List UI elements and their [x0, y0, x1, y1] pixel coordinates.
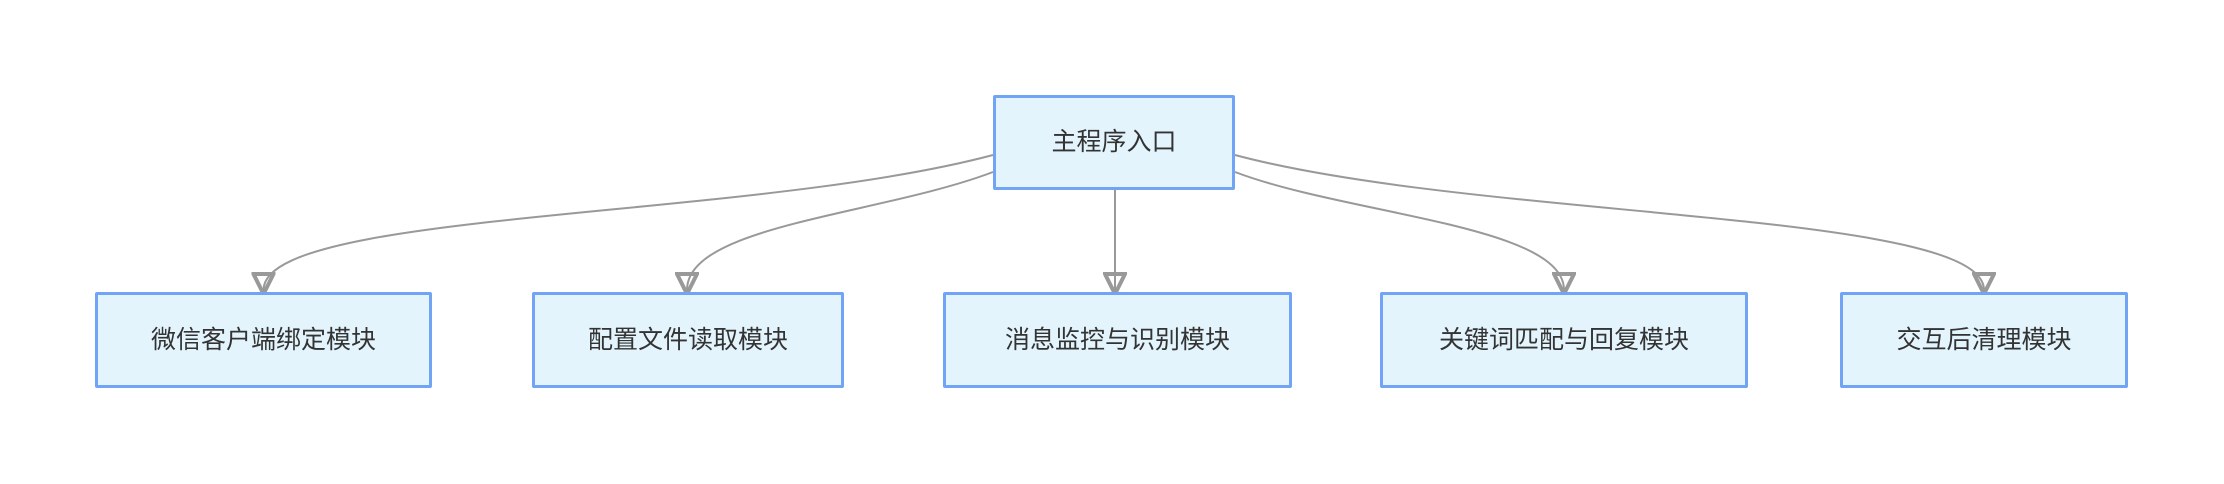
node-config-file-reading-module-label: 配置文件读取模块 — [587, 325, 788, 354]
node-main-entry-label: 主程序入口 — [1051, 128, 1177, 156]
node-post-interaction-cleanup-module-label: 交互后清理模块 — [1896, 325, 2072, 354]
edge-main-to-wechat-binding — [264, 154, 994, 290]
node-wechat-binding-module-label: 微信客户端绑定模块 — [150, 325, 376, 354]
node-main-entry: 主程序入口 — [993, 95, 1235, 190]
edge-main-to-config-reading — [687, 171, 994, 290]
node-post-interaction-cleanup-module: 交互后清理模块 — [1840, 292, 2128, 388]
node-keyword-match-reply-module: 关键词匹配与回复模块 — [1380, 292, 1748, 388]
edge-main-to-keyword-reply — [1234, 171, 1564, 290]
node-wechat-binding-module: 微信客户端绑定模块 — [95, 292, 432, 388]
node-message-monitoring-module-label: 消息监控与识别模块 — [1004, 325, 1230, 354]
node-message-monitoring-module: 消息监控与识别模块 — [943, 292, 1292, 388]
edge-main-to-cleanup — [1234, 154, 1984, 290]
node-keyword-match-reply-module-label: 关键词匹配与回复模块 — [1438, 325, 1689, 354]
node-config-file-reading-module: 配置文件读取模块 — [532, 292, 844, 388]
